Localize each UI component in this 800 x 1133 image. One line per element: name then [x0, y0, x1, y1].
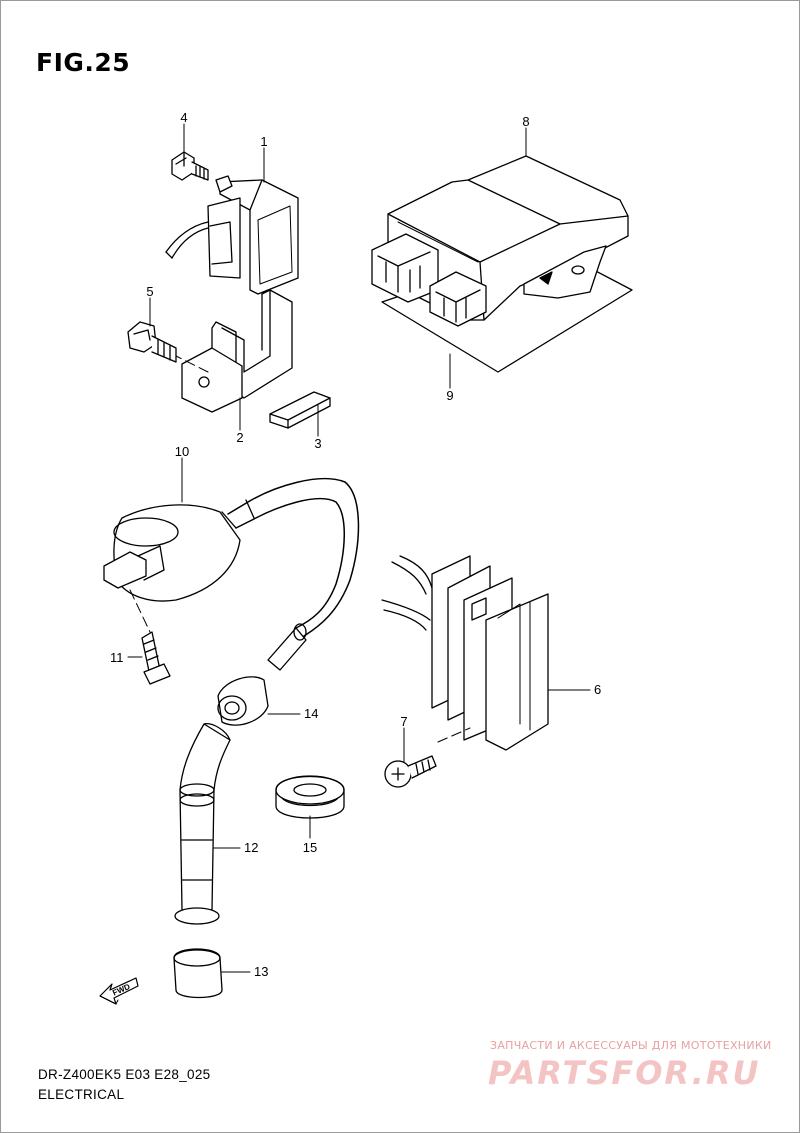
figure-title: FIG.25: [36, 48, 131, 77]
callout-12: 12: [244, 840, 258, 855]
part-11-screw: [141, 631, 171, 685]
part-3-clip: [269, 391, 331, 429]
fwd-arrow: FWD: [99, 977, 139, 1005]
part-1-relay: [165, 175, 299, 295]
watermark-brand: PARTSFOR.RU: [488, 1054, 761, 1092]
part-2-bracket: [181, 289, 293, 413]
callout-numbers: 4 1 5 2 3 8 9 10 11 14 12 13 15 6 7: [110, 110, 601, 979]
footer-model-code: DR-Z400EK5 E03 E28_025: [38, 1067, 211, 1082]
part-5-bolt: [127, 321, 177, 363]
callout-11: 11: [110, 650, 124, 665]
part-12-plug-cap: [174, 723, 231, 925]
callout-3: 3: [314, 436, 321, 451]
part-13-boot: [173, 948, 223, 999]
leader-lines: [127, 123, 591, 973]
callout-14: 14: [304, 706, 318, 721]
assembly-dashed-lines: [129, 355, 471, 743]
callout-7: 7: [400, 714, 407, 729]
fwd-label: FWD: [111, 982, 132, 998]
callout-1: 1: [260, 134, 267, 149]
part-4-bolt: [171, 151, 209, 181]
callout-8: 8: [522, 114, 529, 129]
part-6-regulator: [381, 555, 549, 751]
callout-5: 5: [146, 284, 153, 299]
callout-6: 6: [594, 682, 601, 697]
part-8-cdi-unit: [371, 155, 629, 327]
part-15-grommet: [275, 775, 345, 819]
callout-13: 13: [254, 964, 268, 979]
callout-10: 10: [175, 444, 189, 459]
part-7-screw: [384, 755, 437, 788]
callout-9: 9: [446, 388, 453, 403]
callout-4: 4: [180, 110, 187, 125]
watermark-tagline: ЗАПЧАСТИ И АКСЕССУАРЫ ДЛЯ МОТОТЕХНИКИ: [490, 1039, 772, 1052]
callout-15: 15: [303, 840, 317, 855]
part-14-cap-seal: [217, 676, 269, 726]
footer-section: ELECTRICAL: [38, 1087, 125, 1102]
callout-2: 2: [236, 430, 243, 445]
part-10-ignition-coil: [103, 477, 360, 671]
